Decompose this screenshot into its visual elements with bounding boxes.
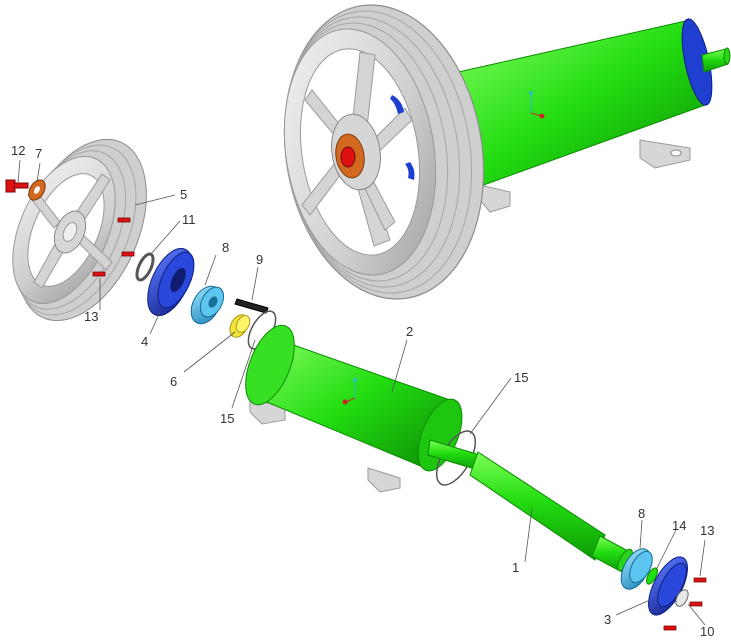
leader-lines xyxy=(17,159,706,626)
assembled-pulley xyxy=(283,4,485,300)
end-cap-4 xyxy=(147,247,195,317)
callout-8-left: 8 xyxy=(222,240,229,255)
callout-7: 7 xyxy=(35,146,42,161)
callout-5: 5 xyxy=(180,187,187,202)
shaft-1 xyxy=(427,439,633,573)
set-screws-left xyxy=(92,217,135,277)
callout-1: 1 xyxy=(512,560,519,575)
assembled-view xyxy=(283,4,731,300)
callout-15-left: 15 xyxy=(220,411,234,426)
bearing-8-left xyxy=(190,285,225,325)
bolt-12 xyxy=(5,179,29,193)
exploded-pulley xyxy=(12,138,147,322)
callout-3: 3 xyxy=(604,612,611,627)
callout-4: 4 xyxy=(141,334,148,349)
callout-labels: 12 7 5 11 8 9 13 4 6 15 2 15 1 8 14 13 3… xyxy=(11,143,714,639)
washer-7 xyxy=(28,179,46,201)
callout-2: 2 xyxy=(406,324,413,339)
callout-13-left: 13 xyxy=(84,309,98,324)
housing-2 xyxy=(245,324,463,493)
assembled-mounting-feet xyxy=(479,139,691,213)
spacer-14 xyxy=(645,567,659,585)
bushing-6 xyxy=(229,314,251,338)
callout-12: 12 xyxy=(11,143,25,158)
assembled-housing xyxy=(444,18,731,191)
callout-14: 14 xyxy=(672,518,686,533)
bolts-13-right xyxy=(663,577,707,631)
callout-11: 11 xyxy=(182,212,196,227)
callout-10: 10 xyxy=(700,624,714,639)
washer-10 xyxy=(675,589,689,607)
bearing-8-right xyxy=(620,548,653,590)
callout-13-right: 13 xyxy=(700,523,714,538)
callout-6: 6 xyxy=(170,374,177,389)
callout-15-right: 15 xyxy=(514,370,528,385)
key-9 xyxy=(234,298,269,314)
callout-9: 9 xyxy=(256,252,263,267)
callout-8-right: 8 xyxy=(638,506,645,521)
